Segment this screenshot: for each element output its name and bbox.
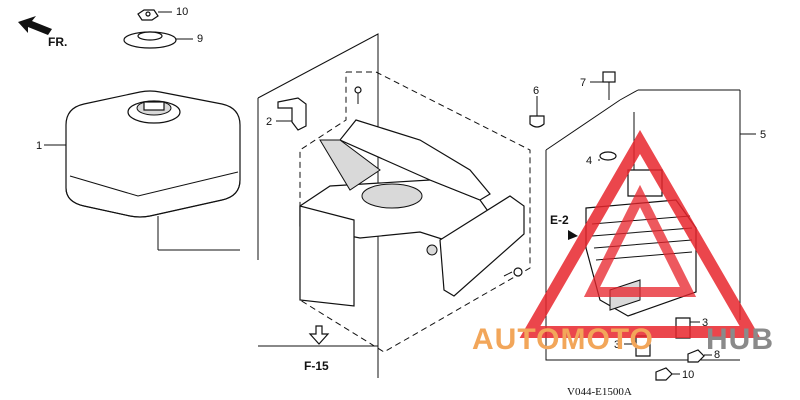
- ref-arrow-f15-icon: [308, 325, 330, 345]
- muffler-group-frame: [545, 89, 756, 361]
- fan-cover-outline: [299, 71, 531, 353]
- callout-4: 4: [586, 155, 592, 167]
- fuel-cap-part: [123, 31, 193, 49]
- ref-arrow-e2-icon: [568, 230, 578, 240]
- flange-bolt-part: [590, 71, 616, 100]
- nut-part-a: [687, 349, 712, 363]
- callout-3a: 3: [614, 339, 620, 351]
- callout-7: 10: [176, 6, 188, 18]
- callout-10a: 8: [714, 349, 720, 361]
- ref-e2: E-2: [550, 213, 569, 227]
- callout-1: 2: [266, 116, 272, 128]
- collar-part-a: [624, 335, 651, 357]
- callout-6: 9: [197, 33, 203, 45]
- figure-code: V044-E1500A: [567, 386, 632, 398]
- watermark-hub: HUB: [706, 323, 774, 356]
- watermark-triangle-logo: [519, 130, 761, 338]
- air-shroud-part: [299, 86, 525, 307]
- fuel-tank-part: [44, 90, 241, 251]
- callout-8: 6: [533, 85, 539, 97]
- ref-f15: F-15: [304, 359, 329, 373]
- watermark-auto: AUTOMOTO: [472, 323, 654, 356]
- nut-part-b: [655, 367, 680, 381]
- fuel-cap-key-part: [137, 9, 172, 21]
- callout-9: 7: [580, 77, 586, 89]
- callout-3b: 3: [702, 317, 708, 329]
- callout-5: 5: [760, 129, 766, 141]
- callout-10b: 10: [682, 369, 694, 381]
- front-direction-arrow-icon: [18, 16, 52, 35]
- front-direction-label: FR.: [48, 35, 67, 49]
- callout-2: 1: [36, 140, 42, 152]
- pipe-part: [598, 151, 617, 161]
- bolt-part: [529, 96, 545, 128]
- bracket-part: [276, 97, 307, 131]
